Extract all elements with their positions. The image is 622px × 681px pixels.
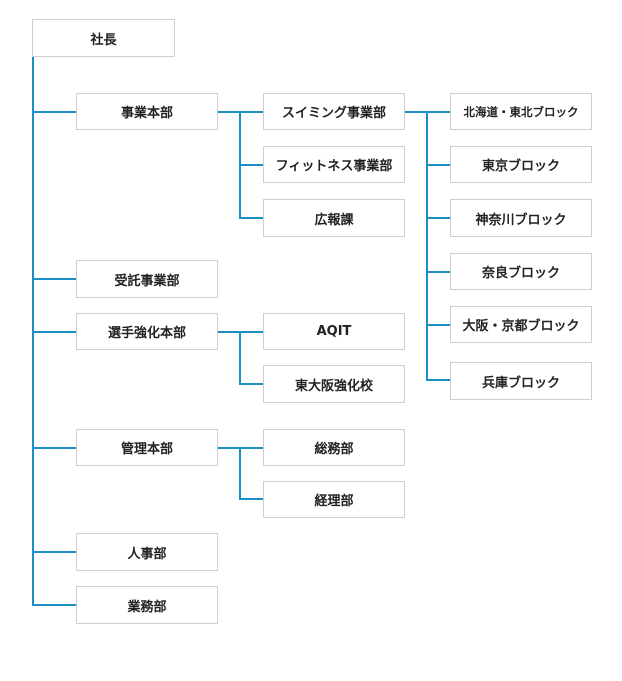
connector-line [426,217,450,219]
connector-line [32,111,76,113]
connector-line [32,331,76,333]
node-general-affairs: 総務部 [263,429,405,466]
node-operations-division: 業務部 [76,586,218,624]
node-block-osaka-kyoto: 大阪・京都ブロック [450,306,592,343]
connector-line [32,551,76,553]
node-block-nara: 奈良ブロック [450,253,592,290]
connector-line [426,324,450,326]
connector-line [239,447,241,500]
node-higashiosaka-school: 東大阪強化校 [263,365,405,403]
connector-line [426,271,450,273]
node-fitness-division: フィットネス事業部 [263,146,405,183]
node-athlete-hq: 選手強化本部 [76,313,218,350]
node-block-hokkaido-tohoku: 北海道・東北ブロック [450,93,592,130]
node-swimming-division: スイミング事業部 [263,93,405,130]
node-block-hyogo: 兵庫ブロック [450,362,592,400]
connector-line [32,604,76,606]
node-admin-hq: 管理本部 [76,429,218,466]
node-hr-division: 人事部 [76,533,218,571]
connector-line [32,447,76,449]
connector-line [426,379,450,381]
connector-line [426,164,450,166]
node-block-tokyo: 東京ブロック [450,146,592,183]
connector-line [426,111,428,381]
node-contract-division: 受託事業部 [76,260,218,298]
node-aqit: AQIT [263,313,405,350]
node-business-hq: 事業本部 [76,93,218,130]
connector-line [239,383,263,385]
connector-line [239,331,241,385]
connector-line [32,278,76,280]
connector-line [239,164,263,166]
connector-line [239,217,263,219]
node-president: 社長 [32,19,175,57]
connector-line [239,498,263,500]
node-accounting: 経理部 [263,481,405,518]
node-block-kanagawa: 神奈川ブロック [450,199,592,237]
node-pr-section: 広報課 [263,199,405,237]
